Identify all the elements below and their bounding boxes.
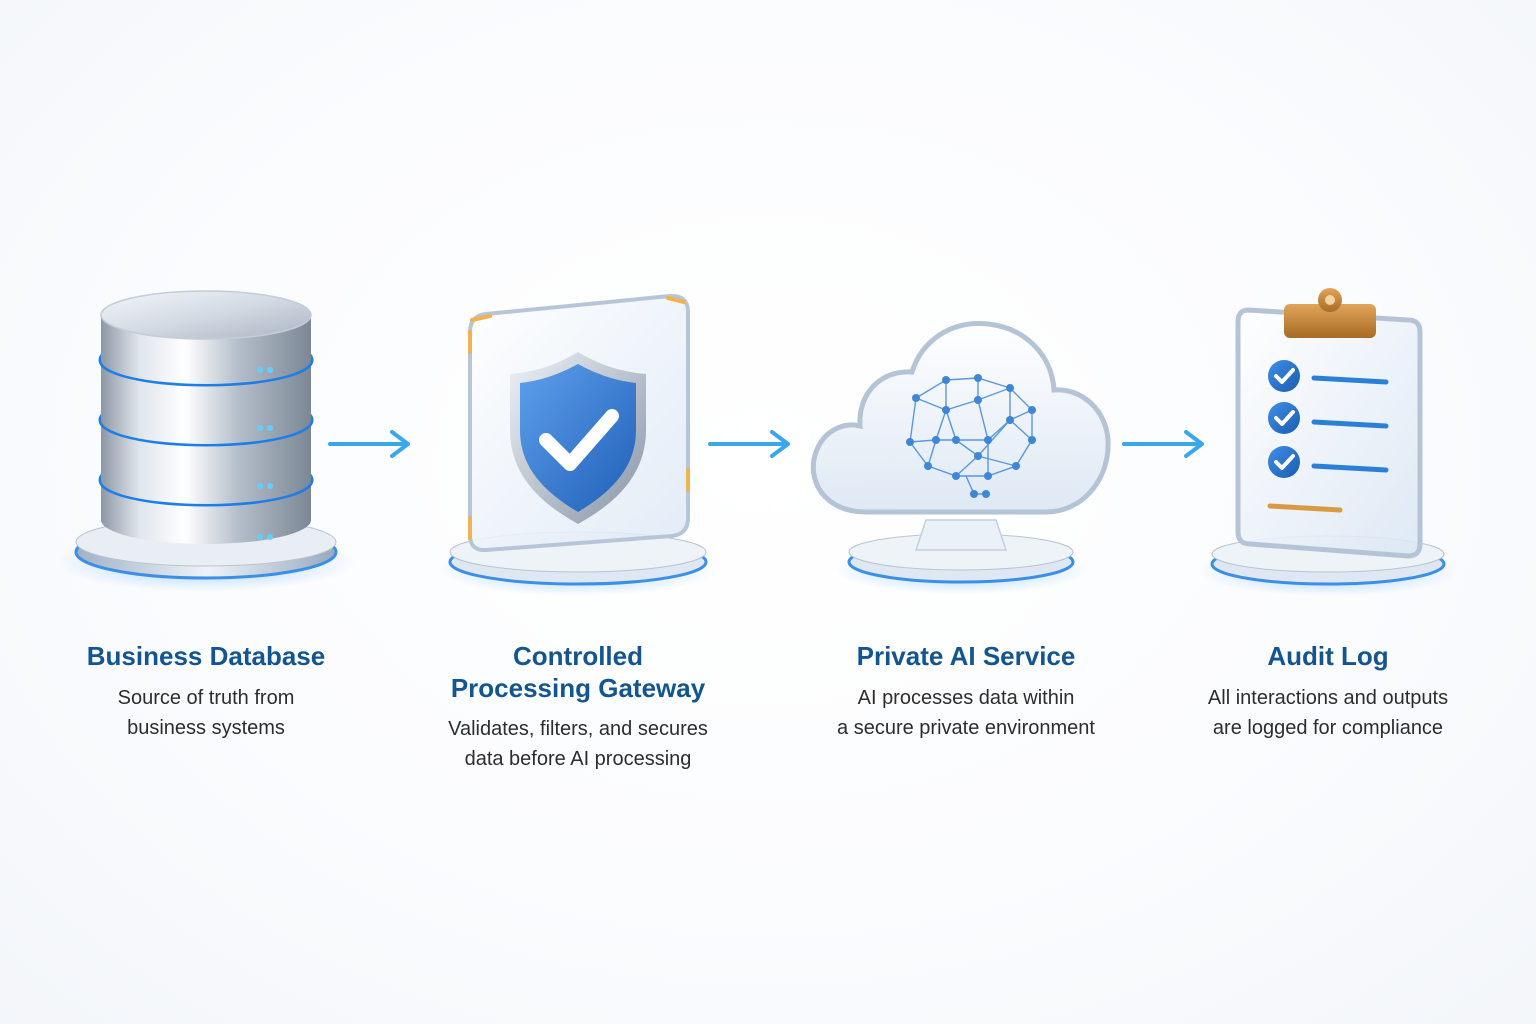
step-description: Validates, filters, and secures data bef… [448, 718, 708, 770]
arrow-right-icon [706, 424, 796, 464]
step-description: All interactions and outputs are logged … [1207, 687, 1449, 739]
arrow-right-icon [1120, 424, 1210, 464]
cloud-brain-icon [806, 280, 1126, 610]
shield-check-icon [418, 280, 738, 610]
step-title: Audit Log [1267, 641, 1389, 671]
step-controlled-processing-gateway: Controlled Processing Gateway Validates,… [418, 280, 738, 1000]
step-title: Controlled Processing Gateway [450, 641, 706, 703]
step-title: Private AI Service [856, 641, 1076, 671]
step-audit-log: Audit Log All interactions and outputs a… [1168, 280, 1488, 1000]
step-description: AI processes data within a secure privat… [837, 687, 1095, 739]
step-title: Business Database [86, 641, 326, 671]
step-private-ai-service: Private AI Service AI processes data wit… [806, 280, 1126, 1000]
step-description: Source of truth from business systems [117, 687, 295, 739]
database-icon [46, 280, 366, 610]
arrow-right-icon [326, 424, 416, 464]
clipboard-checklist-icon [1168, 280, 1488, 610]
step-business-database: Business Database Source of truth from b… [46, 280, 366, 1000]
